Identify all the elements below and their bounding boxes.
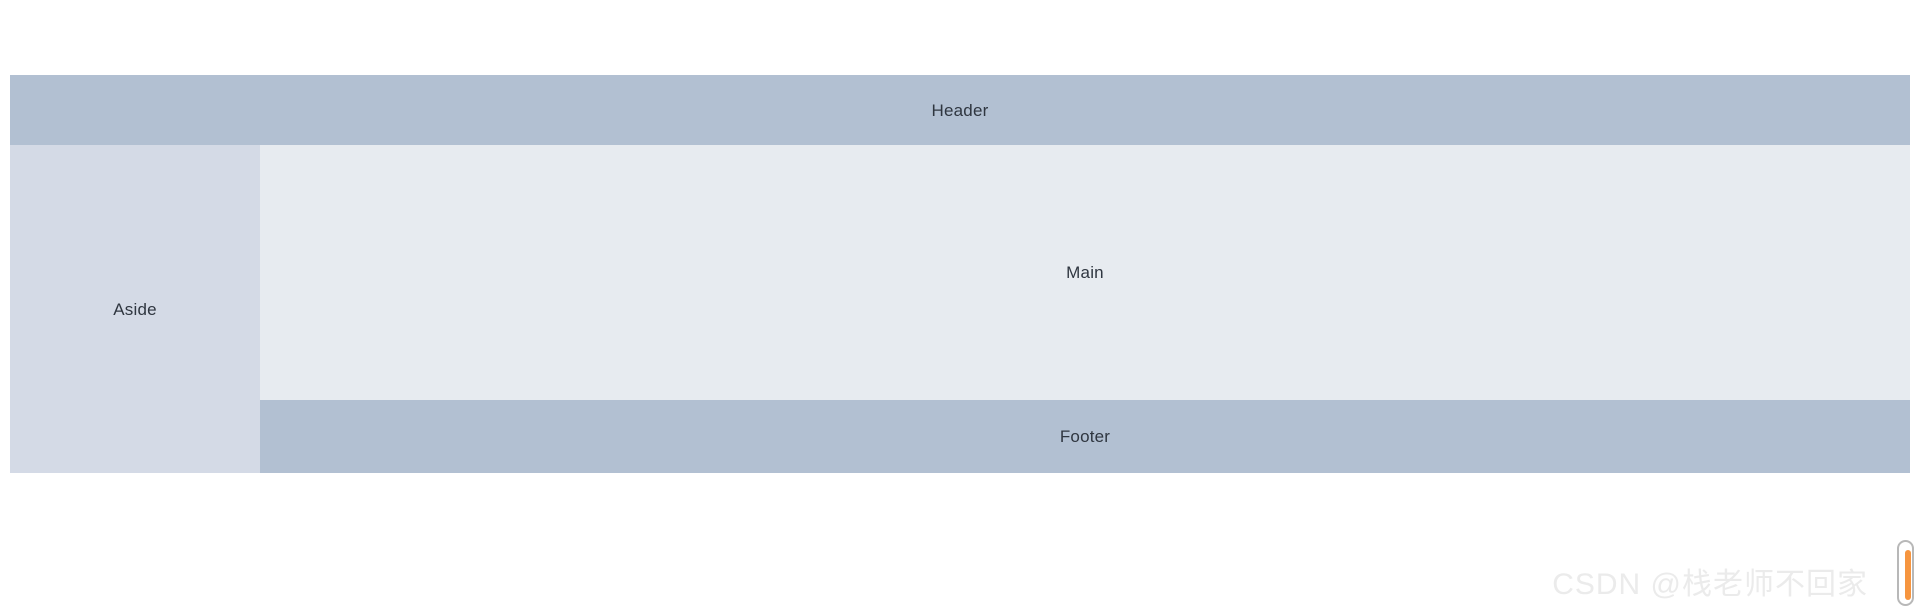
- footer-label: Footer: [1059, 427, 1111, 446]
- main-region: Main: [260, 145, 1910, 400]
- scroll-indicator-bar: [1905, 550, 1911, 600]
- csdn-watermark: CSDN @栈老师不回家: [1552, 568, 1868, 601]
- content-column: Main Footer: [260, 145, 1910, 473]
- header-label: Header: [931, 100, 989, 120]
- aside-label: Aside: [113, 299, 157, 319]
- layout-body-row: Aside Main Footer: [10, 145, 1910, 473]
- layout-demo-container: Header Aside Main Footer: [10, 75, 1910, 473]
- scroll-indicator[interactable]: [1897, 540, 1914, 606]
- main-label: Main: [1066, 263, 1104, 282]
- footer-region: Footer: [260, 400, 1910, 473]
- header-region: Header: [10, 75, 1910, 145]
- aside-region: Aside: [10, 145, 260, 473]
